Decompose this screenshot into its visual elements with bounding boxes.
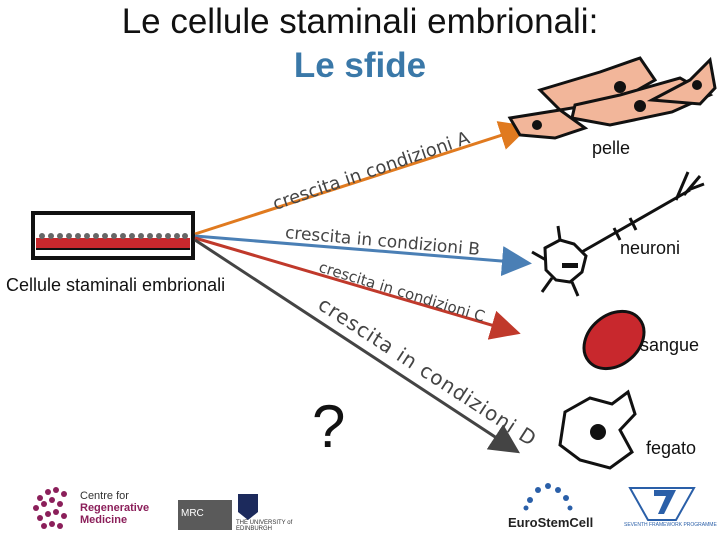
neuron-icon: [531, 171, 705, 297]
eurostemcell-logo-icon: [523, 483, 573, 511]
blood-cell-icon: [582, 309, 646, 371]
crm-line-3: Medicine: [80, 514, 128, 526]
target-label-skin: pelle: [592, 138, 631, 158]
target-label-liver: fegato: [646, 438, 697, 458]
arrow-condition-a: [194, 121, 530, 236]
target-label-blood: sangue: [640, 335, 700, 355]
liver-cell-icon: [558, 389, 637, 470]
arrow-condition-c: [194, 236, 521, 340]
mrc-logo-text: MRC: [181, 508, 204, 519]
source-label: Cellule staminali embrionali: [6, 275, 226, 295]
target-label-neurons: neuroni: [620, 238, 681, 258]
title-line-1: Le cellule staminali embrionali:: [121, 2, 599, 41]
fp7-logo-text: SEVENTH FRAMEWORK PROGRAMME: [624, 522, 717, 528]
culture-dish-icon: [31, 211, 195, 260]
crm-logo-text: Centre for Regenerative Medicine: [80, 490, 149, 526]
arrow-condition-b: [194, 234, 532, 276]
crm-logo-icon: [33, 487, 67, 529]
question-mark: ?: [312, 393, 346, 460]
eurostemcell-logo-text: EuroStemCell: [508, 515, 594, 530]
uoe-logo-text: THE UNIVERSITY of EDINBURGH: [236, 520, 293, 532]
crm-line-2: Regenerative: [80, 502, 150, 514]
uoe-crest-icon: [238, 494, 258, 520]
fp7-logo-icon: [628, 487, 696, 521]
mrc-logo-icon: [178, 500, 232, 530]
crm-line-1: Centre for: [80, 490, 129, 502]
title-line-2: Le sfide: [293, 46, 427, 85]
arrow-condition-d: [194, 238, 521, 454]
